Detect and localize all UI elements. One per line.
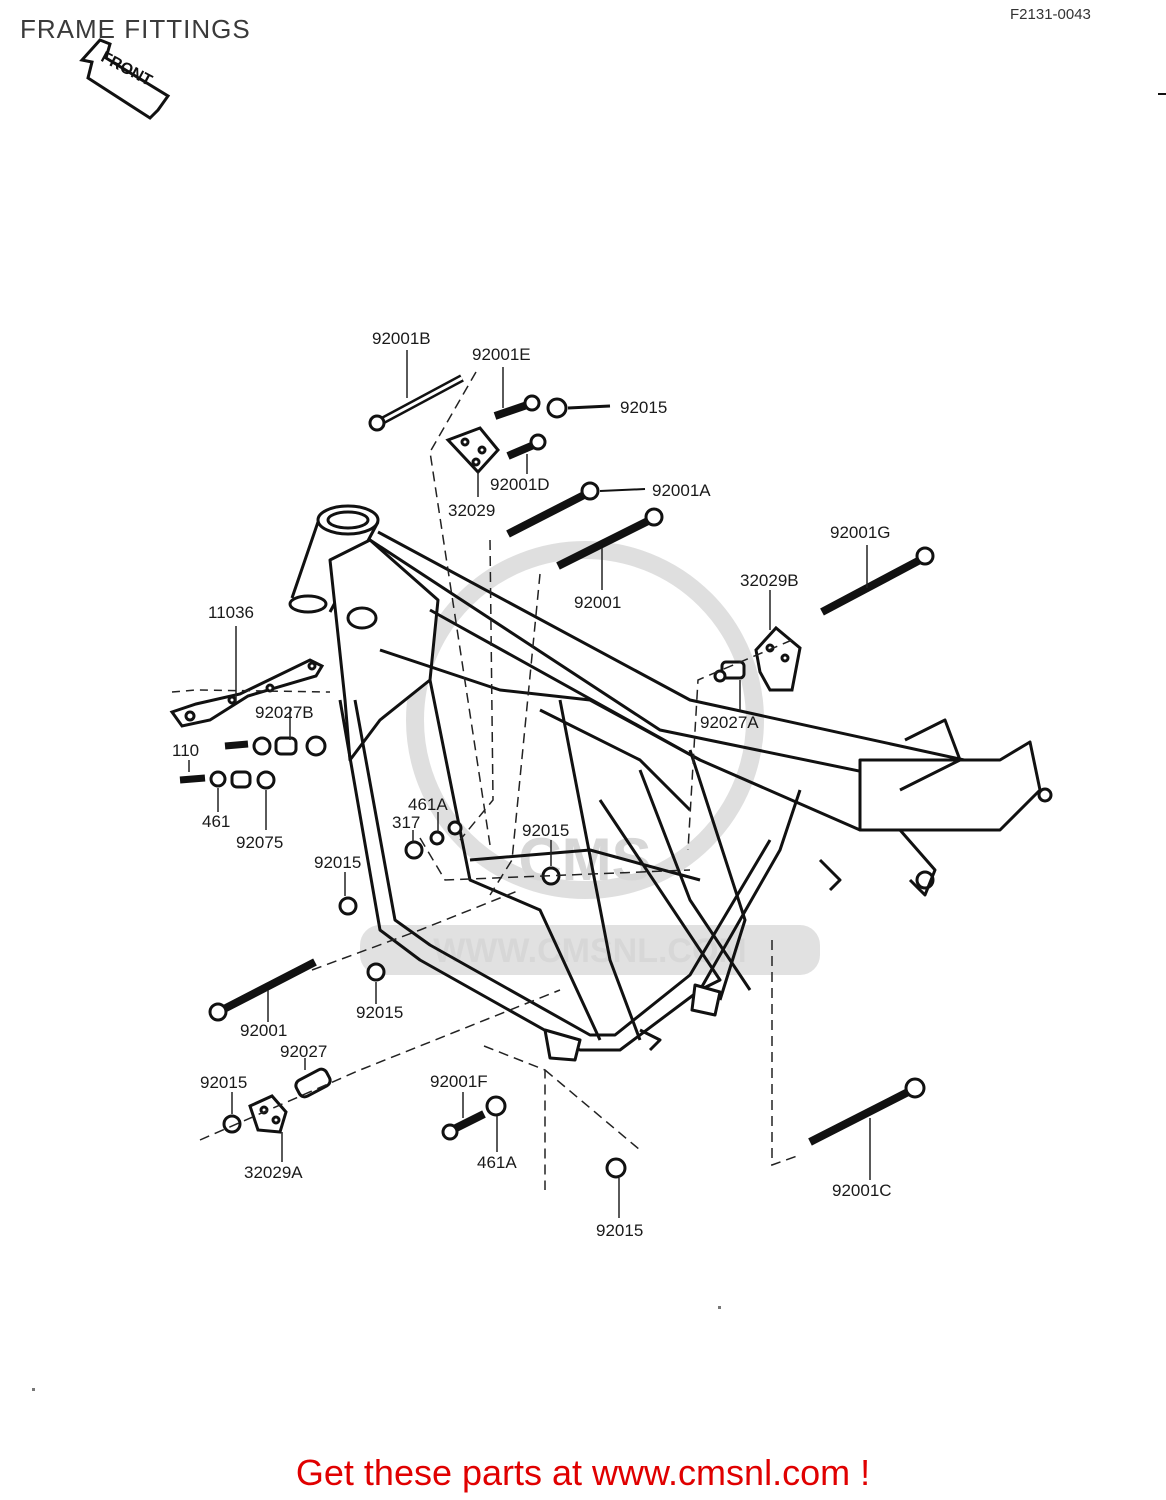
label-92001-low: 92001 <box>240 1021 287 1040</box>
label-92027A: 92027A <box>700 713 759 732</box>
bolt-92001A-icon <box>506 481 646 538</box>
label-92001B: 92001B <box>372 329 431 348</box>
spacer-92027-icon <box>294 1067 332 1099</box>
label-92001A: 92001A <box>652 481 711 500</box>
bolt-92001-mid-icon <box>556 507 664 570</box>
nut-92015-left-icon <box>338 896 358 916</box>
page-title: FRAME FITTINGS <box>20 14 251 44</box>
spacer-92027A-icon <box>713 660 746 683</box>
bolt-92001E-icon <box>493 394 541 420</box>
watermark-url: WWW.CMSNL.COM <box>433 932 747 970</box>
label-32029: 32029 <box>448 501 495 520</box>
label-92001F: 92001F <box>430 1072 488 1091</box>
label-32029A: 32029A <box>244 1163 303 1182</box>
label-11036: 11036 <box>208 603 254 622</box>
nut-92015-bottom-icon <box>605 1157 627 1179</box>
leader-lines <box>171 350 871 1218</box>
diagram-code: F2131-0043 <box>1010 6 1091 23</box>
bracket-11036-icon <box>169 658 325 728</box>
nut-92015-top-icon <box>546 397 611 419</box>
bolt-92001D-icon <box>506 433 547 460</box>
shop-link[interactable]: Get these parts at www.cmsnl.com ! <box>295 1452 871 1493</box>
mount-kit-110-icon <box>179 770 276 790</box>
label-92015-left: 92015 <box>314 853 361 872</box>
bracket-32029A-icon <box>248 1094 288 1134</box>
bolt-92001F-icon <box>441 1095 507 1141</box>
bolt-92001-low-icon <box>208 958 317 1022</box>
label-92015-top: 92015 <box>620 398 667 417</box>
bolt-92001C-icon <box>808 1077 926 1146</box>
nut-92015-bl-icon <box>222 1114 242 1134</box>
spacers-317-icon <box>404 820 463 860</box>
part-labels: 92001B 92001E 92015 32029 92001D 92001A … <box>172 329 892 1240</box>
bolt-92001G-icon <box>820 546 935 616</box>
bracket-32029B-icon <box>754 625 802 692</box>
label-92001C: 92001C <box>832 1181 892 1200</box>
label-92015-bottom: 92015 <box>596 1221 643 1240</box>
label-317: 317 <box>392 813 420 832</box>
label-461: 461 <box>202 812 230 831</box>
nut-92015-low-icon <box>366 962 386 982</box>
label-92027: 92027 <box>280 1042 327 1061</box>
frame-fittings-diagram: FRONT CMS WWW.CMSNL.COM <box>32 38 1166 1391</box>
label-92015-bl: 92015 <box>200 1073 247 1092</box>
motorcycle-frame <box>288 504 1053 1062</box>
front-arrow-icon: FRONT <box>79 38 171 120</box>
label-92001E: 92001E <box>472 345 531 364</box>
label-92075: 92075 <box>236 833 283 852</box>
bolt-92001B-icon <box>368 374 464 432</box>
label-92015-mid: 92015 <box>522 821 569 840</box>
label-461A-low: 461A <box>477 1153 517 1172</box>
label-92027B: 92027B <box>255 703 314 722</box>
bracket-32029-icon <box>445 426 500 475</box>
label-32029B: 32029B <box>740 571 799 590</box>
label-461A-mid: 461A <box>408 795 448 814</box>
label-92001D: 92001D <box>490 475 550 494</box>
label-92015-low: 92015 <box>356 1003 403 1022</box>
label-92001-mid: 92001 <box>574 593 621 612</box>
label-110: 110 <box>172 741 199 760</box>
label-92001G: 92001G <box>830 523 891 542</box>
mount-kit-92027B-icon <box>224 735 327 757</box>
